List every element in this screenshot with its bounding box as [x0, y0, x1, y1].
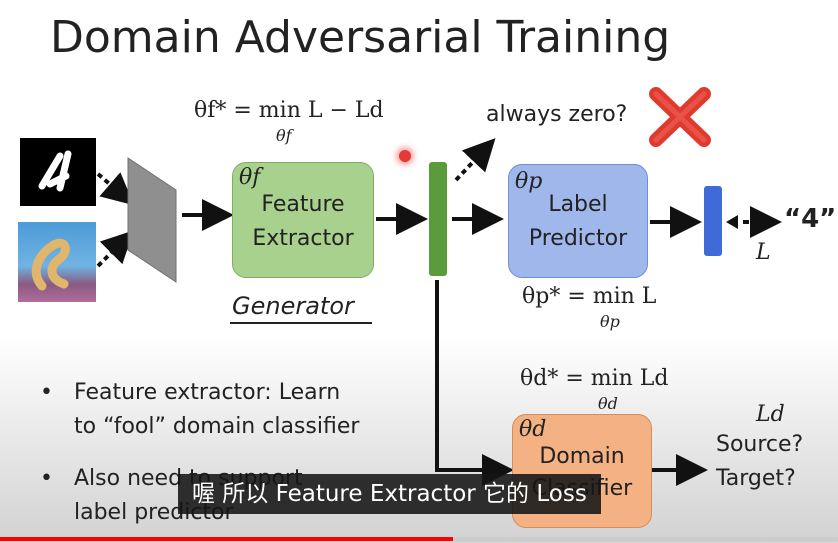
formula-domain-subscript: θd	[598, 394, 618, 413]
output-digit-label: “4”	[784, 204, 837, 234]
bullet-dot-icon: •	[40, 380, 53, 405]
domain-question-source: Source?	[716, 432, 804, 457]
label-param: θp	[515, 169, 543, 194]
mnist-m-digit-image	[18, 222, 96, 302]
formula-feature: θf* = min L − Ld θf	[194, 98, 384, 145]
loss-L-label: L	[756, 240, 771, 265]
domain-label-line1: Domain	[539, 444, 625, 469]
slide-title: Domain Adversarial Training	[50, 12, 671, 63]
formula-label-subscript: θp	[600, 312, 620, 331]
mnist-digit-image	[20, 138, 96, 206]
colored-digit-icon	[31, 238, 70, 291]
always-zero-label: always zero?	[486, 102, 628, 127]
label-label-line1: Label	[548, 192, 608, 217]
feature-label-line1: Feature	[261, 192, 345, 217]
feature-param: θf	[239, 165, 261, 190]
domain-question-target: Target?	[716, 466, 796, 491]
label-predictor-box: θp Label Predictor	[508, 164, 648, 278]
cursor-pointer-icon	[399, 150, 411, 162]
formula-label: θp* = min L θp	[522, 284, 657, 331]
label-label-line2: Predictor	[528, 226, 628, 251]
feature-vector-bar	[429, 162, 447, 276]
label-output-bar	[704, 186, 722, 256]
formula-domain: θd* = min Ld θd	[520, 366, 669, 413]
video-progress-bar[interactable]	[0, 537, 838, 541]
feature-label-line2: Extractor	[252, 226, 354, 251]
digit-stroke-icon	[38, 150, 72, 192]
generator-label: Generator	[232, 292, 354, 320]
red-x-icon	[649, 87, 711, 147]
bullet-line2: to “fool” domain classifier	[74, 414, 360, 439]
feature-extractor-box: θf Feature Extractor	[232, 162, 374, 278]
video-subtitle: 喔 所以 Feature Extractor 它的 Loss	[178, 474, 601, 514]
domain-loss-label: Ld	[756, 402, 785, 427]
formula-feature-subscript: θf	[276, 126, 292, 145]
bullet-dot-icon: •	[40, 466, 53, 491]
domain-param: θd	[519, 417, 547, 442]
bullet-line1: Feature extractor: Learn	[74, 380, 341, 405]
input-layer-shape	[127, 157, 177, 283]
video-progress-fill	[0, 537, 453, 541]
